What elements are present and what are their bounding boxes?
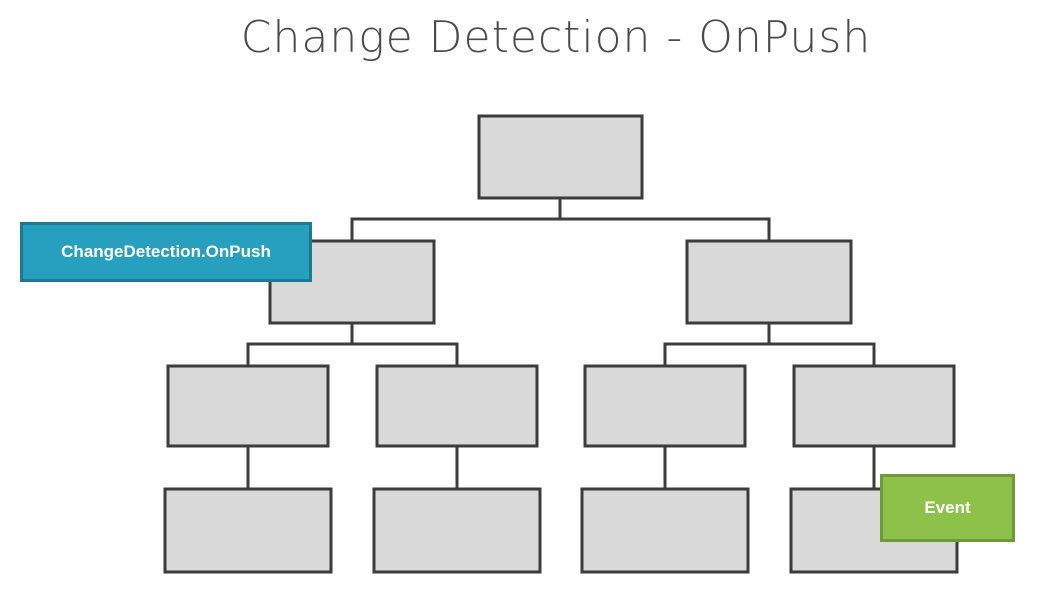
- event-tag: Event: [880, 474, 1015, 542]
- child-component-3: [583, 364, 747, 448]
- leaf-component-3: [580, 487, 750, 574]
- root-component: [477, 114, 644, 200]
- leaf-component-1: [163, 487, 333, 574]
- edge-right-children: [663, 323, 876, 366]
- child-component-1: [166, 364, 330, 448]
- child-component-4: [792, 364, 956, 448]
- edge-left-children: [246, 323, 459, 366]
- leaf-component-2: [372, 487, 542, 574]
- tree-edges: [246, 198, 876, 489]
- onpush-tag: ChangeDetection.OnPush: [20, 222, 312, 282]
- edge-root-children: [350, 198, 771, 241]
- right-component: [685, 239, 853, 325]
- diagram-title: Change Detection - OnPush: [240, 12, 872, 63]
- child-component-2: [375, 364, 539, 448]
